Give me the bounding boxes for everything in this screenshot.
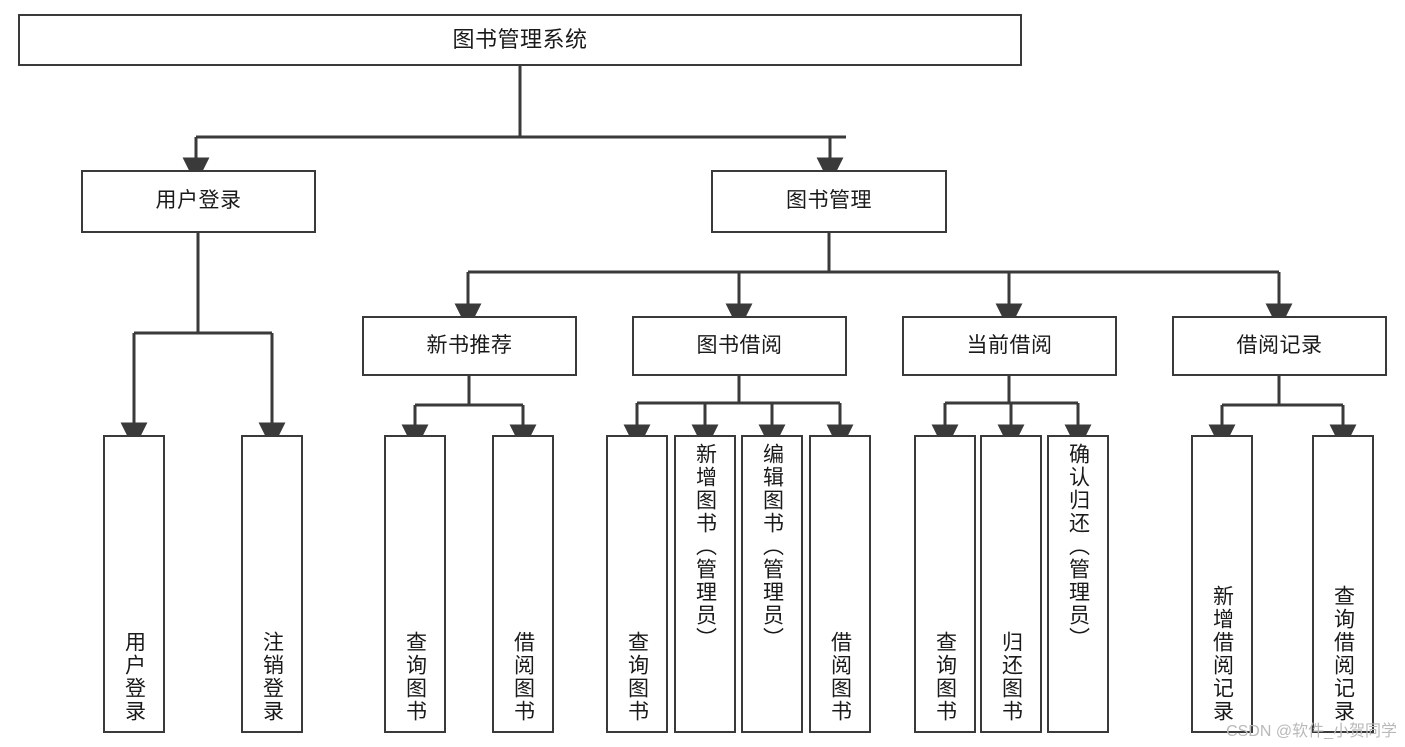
leaf-add-borrow-record[interactable]: 新增借阅记录 (1191, 435, 1253, 733)
leaf-logout-login[interactable]: 注销登录 (241, 435, 303, 733)
leaf-query-book-borrow[interactable]: 查询图书 (606, 435, 668, 733)
node-label: 图书借阅 (696, 333, 783, 357)
node-borrow-record[interactable]: 借阅记录 (1172, 316, 1387, 376)
node-label: 新增借阅记录 (1210, 585, 1234, 723)
leaf-add-book-admin[interactable]: 新增图书（管理员） (674, 435, 736, 733)
node-label: 图书管理 (786, 189, 872, 213)
node-label: 用户登录 (122, 631, 146, 723)
leaf-edit-book-admin[interactable]: 编辑图书（管理员） (741, 435, 803, 733)
node-new-book-recommend[interactable]: 新书推荐 (362, 316, 577, 376)
node-root-book-management-system[interactable]: 图书管理系统 (18, 14, 1022, 66)
leaf-borrow-book[interactable]: 借阅图书 (809, 435, 871, 733)
node-label: 借阅图书 (828, 631, 852, 723)
leaf-query-book-recommend[interactable]: 查询图书 (384, 435, 446, 733)
leaf-borrow-book-recommend[interactable]: 借阅图书 (492, 435, 554, 733)
node-label: 编辑图书（管理员） (760, 443, 784, 650)
node-label: 新增图书（管理员） (693, 443, 717, 650)
node-label: 查询借阅记录 (1331, 585, 1355, 723)
node-label: 当前借阅 (966, 333, 1053, 357)
node-current-borrow[interactable]: 当前借阅 (902, 316, 1117, 376)
node-label: 借阅图书 (511, 631, 535, 723)
leaf-return-book[interactable]: 归还图书 (980, 435, 1042, 733)
node-label: 图书管理系统 (452, 26, 588, 52)
leaf-query-book-current[interactable]: 查询图书 (914, 435, 976, 733)
leaf-query-borrow-record[interactable]: 查询借阅记录 (1312, 435, 1374, 733)
node-book-management[interactable]: 图书管理 (711, 170, 947, 233)
node-label: 注销登录 (260, 631, 284, 723)
node-label: 归还图书 (999, 631, 1023, 723)
leaf-confirm-return-admin[interactable]: 确认归还（管理员） (1047, 435, 1109, 733)
node-label: 查询图书 (403, 631, 427, 723)
leaf-user-login[interactable]: 用户登录 (103, 435, 165, 733)
csdn-watermark: CSDN @软件_小贺同学 (1226, 723, 1397, 740)
node-book-borrow[interactable]: 图书借阅 (632, 316, 847, 376)
node-label: 查询图书 (625, 631, 649, 723)
node-label: 借阅记录 (1236, 333, 1323, 357)
node-label: 查询图书 (933, 631, 957, 723)
node-user-login[interactable]: 用户登录 (81, 170, 316, 233)
node-label: 新书推荐 (426, 333, 513, 357)
node-label: 确认归还（管理员） (1066, 443, 1090, 650)
node-label: 用户登录 (155, 189, 242, 213)
